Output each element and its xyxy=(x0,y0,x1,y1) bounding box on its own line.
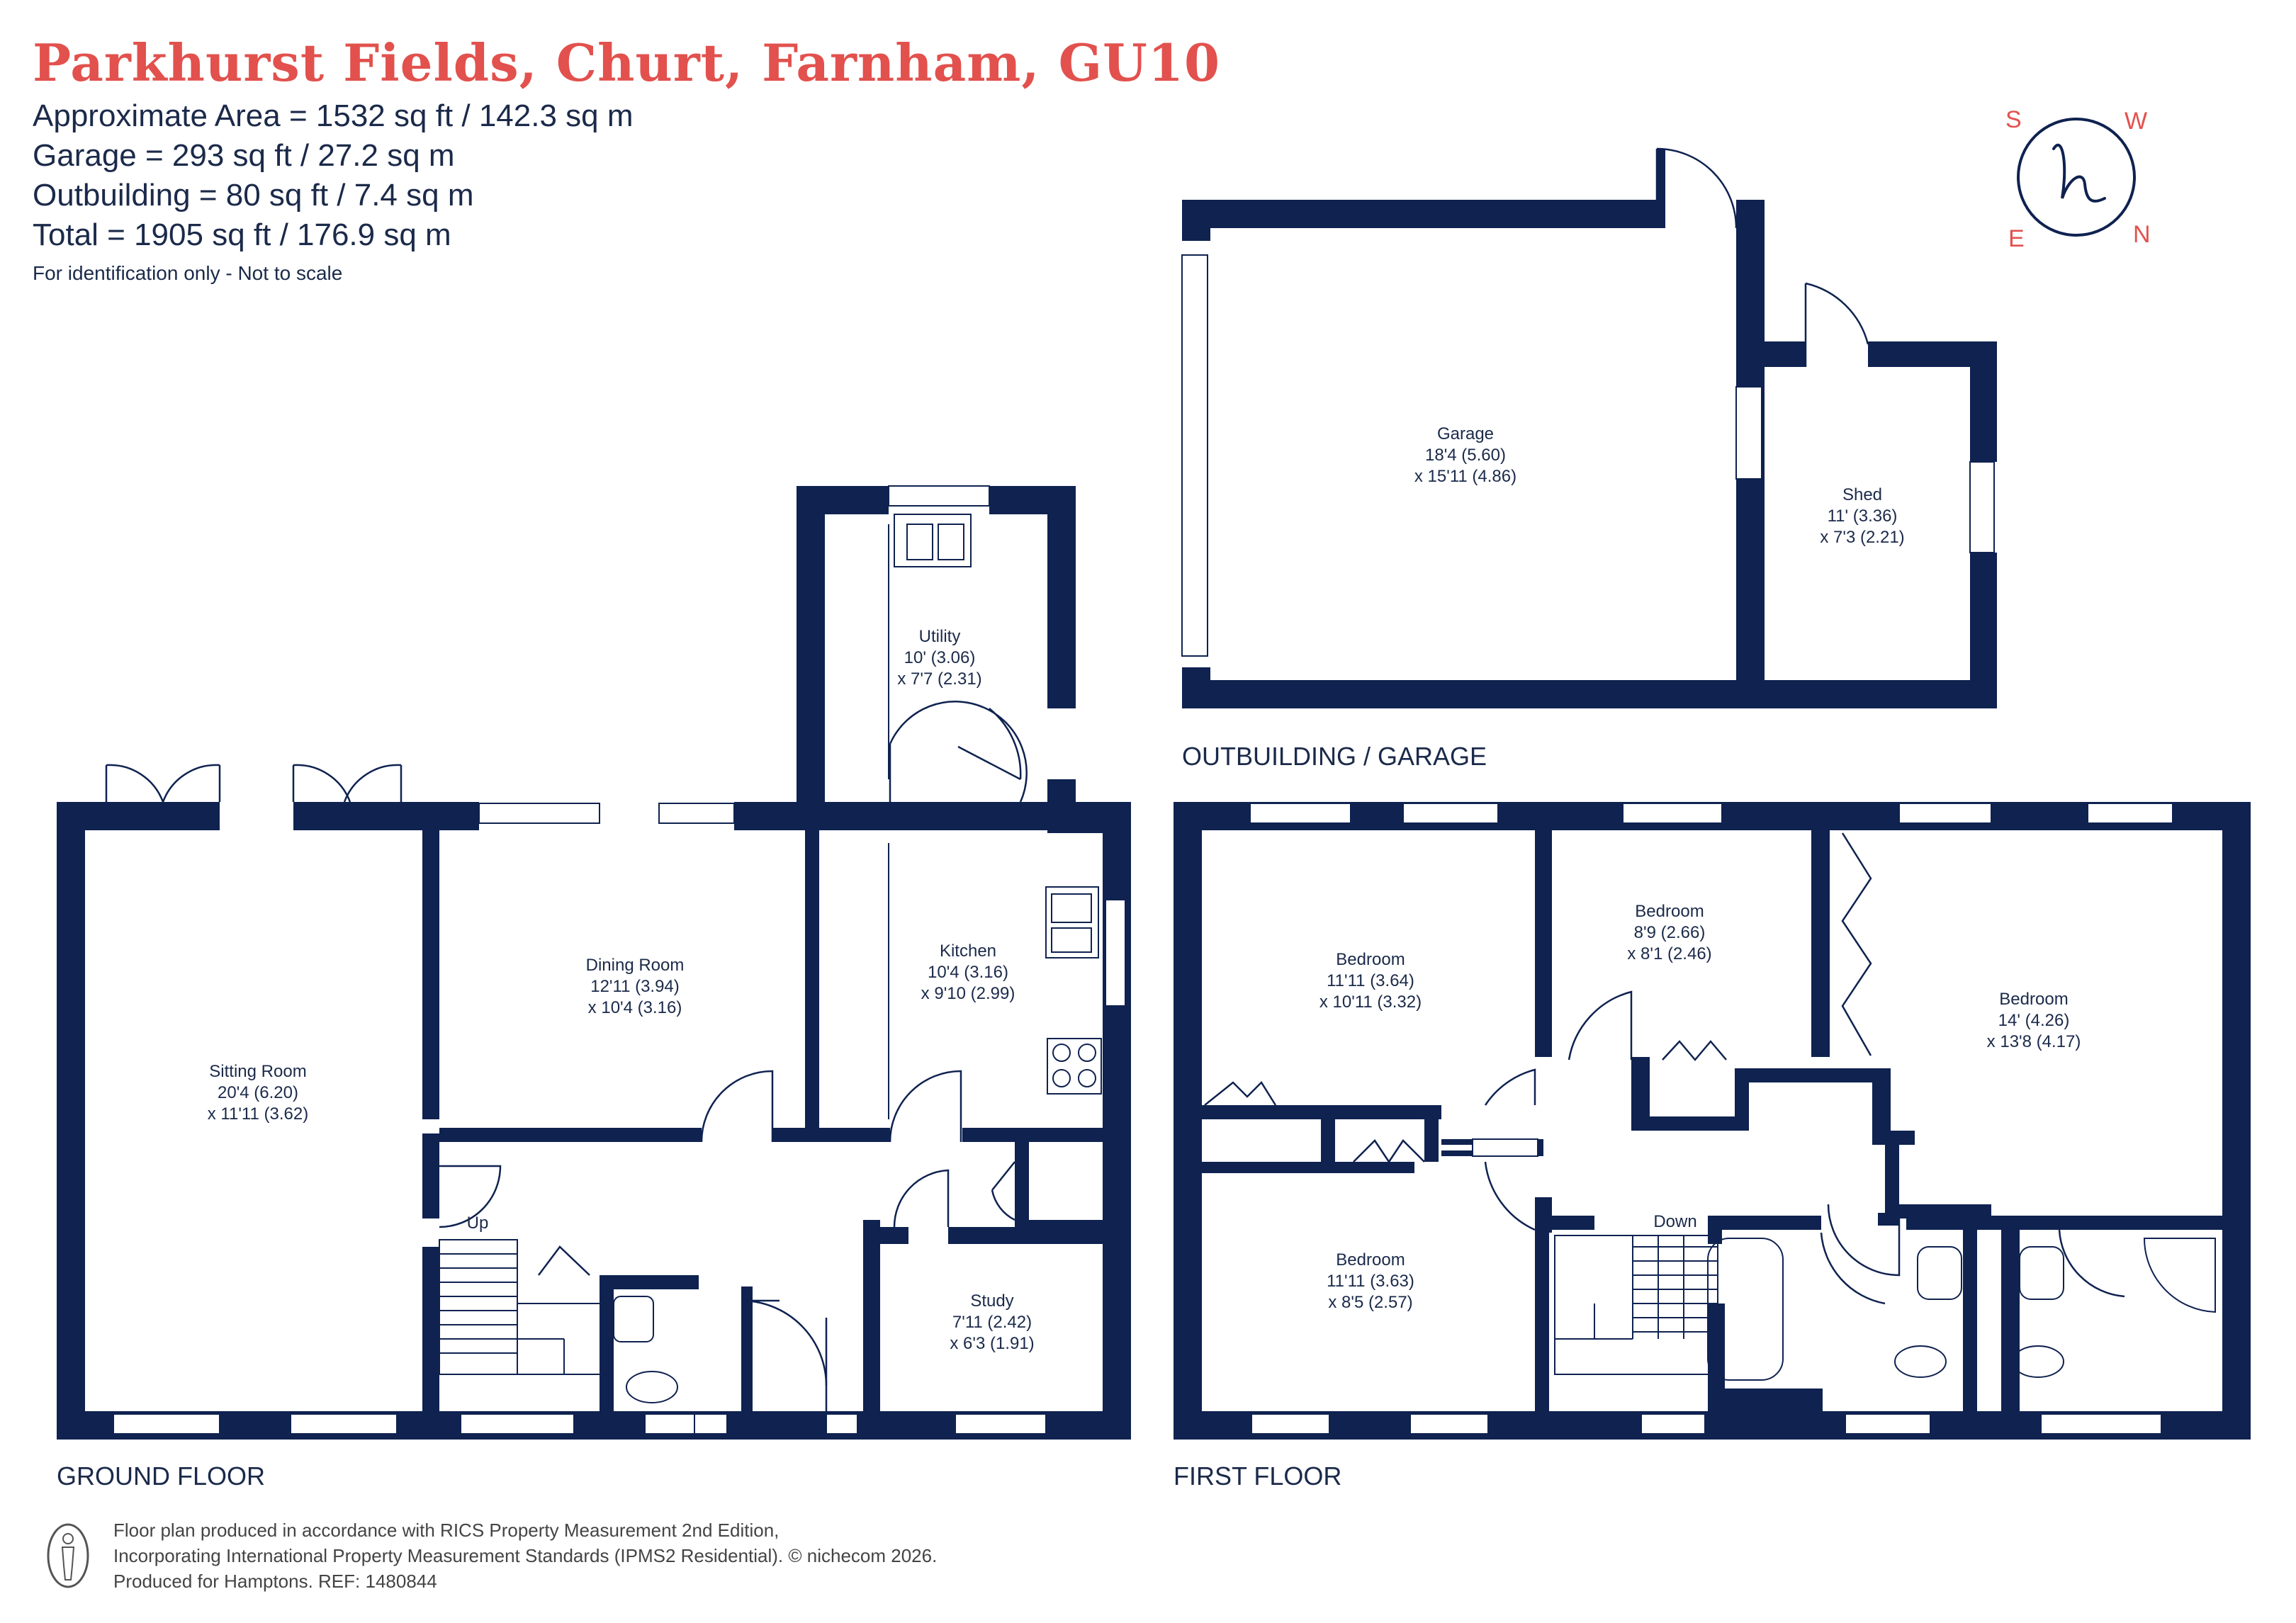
compass-w: W xyxy=(2125,108,2147,135)
fixtures xyxy=(613,514,2216,1403)
shower xyxy=(2143,1238,2216,1313)
bed4-dim1: 11'11 (3.63) xyxy=(1327,1272,1414,1291)
footer-text: Floor plan produced in accordance with R… xyxy=(113,1517,937,1594)
garage-dim2: x 15'11 (4.86) xyxy=(1414,467,1516,486)
outbuilding-label: OUTBUILDING / GARAGE xyxy=(1182,742,1487,771)
hob xyxy=(1047,1038,1102,1095)
person-icon xyxy=(47,1523,89,1588)
walls xyxy=(57,149,2251,1440)
bed2-dim2: x 8'1 (2.46) xyxy=(1627,944,1711,963)
stairs-down-label: Down xyxy=(1653,1212,1696,1231)
shed-dim2: x 7'3 (2.21) xyxy=(1820,528,1904,547)
bed4-dim2: x 8'5 (2.57) xyxy=(1328,1293,1412,1312)
windows xyxy=(113,254,2173,1435)
ground-floor-label: GROUND FLOOR xyxy=(57,1461,265,1491)
basin-ensuite xyxy=(2019,1246,2064,1300)
dining-dim1: 12'11 (3.94) xyxy=(590,977,680,996)
utility-sink xyxy=(894,514,972,567)
shed-name: Shed xyxy=(1842,485,1882,504)
stairs-ground xyxy=(439,1239,600,1375)
bed1-dim2: x 10'11 (3.32) xyxy=(1319,993,1422,1012)
wc-ensuite xyxy=(2012,1345,2064,1378)
compass-e: E xyxy=(2008,225,2025,252)
study-dim2: x 6'3 (1.91) xyxy=(950,1334,1034,1353)
bed1-dim1: 11'11 (3.64) xyxy=(1327,971,1414,990)
brand-logo: S W N E xyxy=(2005,106,2151,252)
study-dim1: 7'11 (2.42) xyxy=(952,1313,1032,1332)
area-total: Total = 1905 sq ft / 176.9 sq m xyxy=(33,217,451,252)
utility-name: Utility xyxy=(919,627,961,646)
bed3-dim2: x 13'8 (4.17) xyxy=(1987,1032,2081,1051)
first-floor-label: FIRST FLOOR xyxy=(1174,1461,1341,1491)
area-main: Approximate Area = 1532 sq ft / 142.3 sq… xyxy=(33,98,634,133)
bed3-dim1: 14' (4.26) xyxy=(1998,1011,2070,1030)
bed2-dim1: 8'9 (2.66) xyxy=(1634,923,1706,942)
dining-dim2: x 10'4 (3.16) xyxy=(588,998,682,1017)
footer-line-3: Produced for Hamptons. REF: 1480844 xyxy=(113,1571,437,1592)
utility-dim1: 10' (3.06) xyxy=(904,648,976,667)
bed2-name: Bedroom xyxy=(1635,902,1704,921)
page-title: Parkhurst Fields, Churt, Farnham, GU10 xyxy=(33,33,1221,93)
garage-dim1: 18'4 (5.60) xyxy=(1425,446,1506,465)
kitchen-name: Kitchen xyxy=(940,941,996,961)
kitchen-sink xyxy=(1045,886,1099,958)
sitting-dim2: x 11'11 (3.62) xyxy=(208,1104,308,1124)
dining-name: Dining Room xyxy=(586,956,685,975)
disclaimer: For identification only - Not to scale xyxy=(33,262,343,284)
bed3-name: Bedroom xyxy=(1999,990,2068,1009)
door-swings xyxy=(105,147,2125,1414)
study-name: Study xyxy=(970,1291,1013,1311)
bed4-name: Bedroom xyxy=(1336,1250,1405,1269)
kitchen-dim2: x 9'10 (2.99) xyxy=(921,984,1015,1003)
compass-s: S xyxy=(2005,106,2022,133)
compass-n: N xyxy=(2133,221,2151,248)
bath xyxy=(1707,1238,1784,1381)
wc-bath xyxy=(1894,1345,1947,1378)
stairs-up-label: Up xyxy=(467,1214,489,1233)
shed-dim1: 11' (3.36) xyxy=(1828,507,1898,526)
kitchen-dim1: 10'4 (3.16) xyxy=(928,963,1008,982)
garage-name: Garage xyxy=(1437,424,1494,443)
area-summary: Approximate Area = 1532 sq ft / 142.3 sq… xyxy=(33,96,634,255)
sitting-name: Sitting Room xyxy=(209,1062,306,1081)
basin-bath xyxy=(1917,1246,1962,1300)
bed1-name: Bedroom xyxy=(1336,950,1405,969)
wc-ground xyxy=(626,1371,678,1403)
area-outbuilding: Outbuilding = 80 sq ft / 7.4 sq m xyxy=(33,178,474,213)
area-garage: Garage = 293 sq ft / 27.2 sq m xyxy=(33,138,455,173)
sitting-dim1: 20'4 (6.20) xyxy=(218,1083,298,1102)
footer-line-1: Floor plan produced in accordance with R… xyxy=(113,1520,780,1541)
footer-line-2: Incorporating International Property Mea… xyxy=(113,1545,938,1566)
utility-dim2: x 7'7 (2.31) xyxy=(897,669,981,689)
wc-basin-ground xyxy=(613,1296,654,1342)
stairs-first xyxy=(1554,1235,1718,1375)
